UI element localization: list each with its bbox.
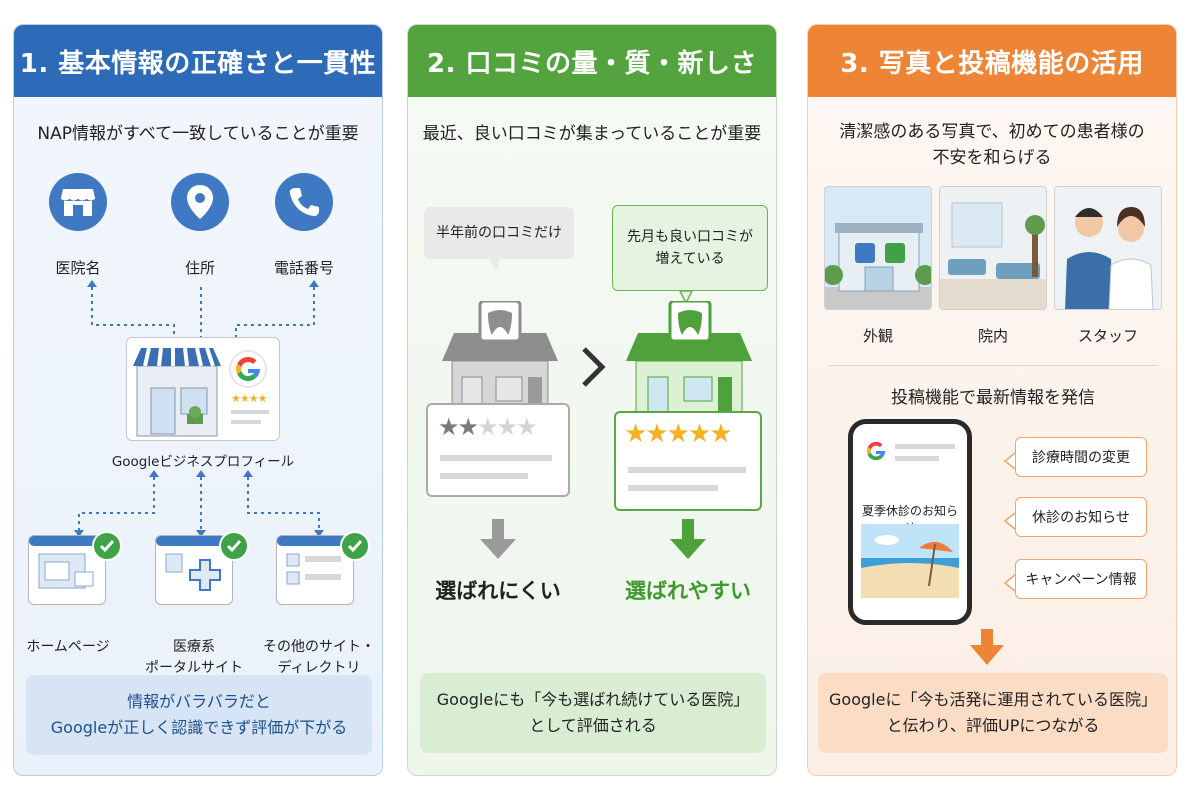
photo-staff [1054, 186, 1162, 310]
photo-interior [939, 186, 1047, 310]
text-line-placeholder [628, 467, 746, 473]
arrow-down-orange-icon [970, 629, 1004, 665]
panel-title: 1. 基本情報の正確さと一貫性 [14, 25, 382, 97]
site-label-other-directory: その他のサイト・ ディレクトリ [263, 639, 375, 676]
panel-basic-info: 1. 基本情報の正確さと一貫性 NAP情報がすべて一致していることが重要 医院名… [13, 24, 383, 776]
rating-stars-2: ★★★★★ [438, 413, 538, 441]
profile-label: Googleビジネスプロフィール [111, 454, 295, 470]
panel-callout: Googleに「今も活発に運用されている医院」 と伝わり、評価UPにつながる [818, 673, 1168, 753]
post-item-closure-notice: 休診のお知らせ [1015, 497, 1147, 537]
panel-title: 2. 口コミの量・質・新しさ [408, 25, 776, 97]
site-label-medical-portal: 医療系 ポータルサイト [145, 639, 243, 676]
new-review-bubble: 先月も良い口コミが 増えている [612, 205, 768, 291]
panel-callout: Googleにも「今も選ばれ続けている医院」 として評価される [420, 673, 766, 753]
divider [828, 365, 1158, 366]
result-easy-to-choose: 選ばれやすい [625, 579, 751, 603]
photo-label-exterior: 外観 [862, 327, 893, 345]
phone-icon [275, 173, 333, 231]
panel-photos-posts: 3. 写真と投稿機能の活用 清潔感のある写真で、初めての患者様の 不安を和らげる… [807, 24, 1177, 776]
post-heading: 投稿機能で最新情報を発信 [891, 388, 1095, 408]
smartphone: 夏季休診のお知らせ [848, 419, 972, 625]
text-line-placeholder [231, 420, 261, 424]
photo-label-interior: 院内 [977, 327, 1008, 345]
post-item-hours-change: 診療時間の変更 [1015, 437, 1147, 477]
check-icon [92, 531, 122, 561]
google-logo-icon [863, 438, 889, 464]
panel-subtitle: NAP情報がすべて一致していることが重要 [37, 124, 359, 144]
icon-label-phone: 電話番号 [273, 259, 334, 277]
map-pin-icon [171, 173, 229, 231]
check-icon [340, 531, 370, 561]
text-line-placeholder [440, 455, 552, 461]
icon-label-address: 住所 [184, 259, 215, 277]
text-line-placeholder [231, 410, 269, 414]
panel-reviews: 2. 口コミの量・質・新しさ 最近、良い口コミが集まっていることが重要 半年前の… [407, 24, 777, 776]
arrow-down-green-icon [670, 519, 706, 559]
icon-label-clinic-name: 医院名 [55, 259, 101, 277]
rating-stars-5: ★★★★★ [624, 419, 733, 449]
site-label-homepage: ホームページ [26, 639, 110, 655]
google-logo-icon [231, 352, 265, 386]
text-line-placeholder [895, 444, 955, 449]
old-review-bubble: 半年前の口コミだけ [424, 207, 574, 259]
review-card-new: ★★★★★ [614, 411, 762, 511]
check-icon [219, 531, 249, 561]
beach-image [861, 524, 959, 598]
photo-exterior [824, 186, 932, 310]
review-card-old: ★★★★★ [426, 403, 570, 497]
storefront-icon [49, 173, 107, 231]
panel-callout: 情報がバラバラだと Googleが正しく認識できず評価が下がる [26, 675, 372, 755]
site-card-homepage [28, 535, 107, 605]
post-item-campaign: キャンペーン情報 [1015, 559, 1147, 599]
photo-label-staff: スタッフ [1077, 327, 1138, 345]
store-illustration [133, 347, 221, 437]
panel-subtitle: 最近、良い口コミが集まっていることが重要 [422, 124, 762, 144]
panel-subtitle: 清潔感のある写真で、初めての患者様の 不安を和らげる [839, 122, 1145, 168]
arrow-down-gray-icon [480, 519, 516, 559]
chevron-right-icon [582, 347, 606, 387]
panel-title: 3. 写真と投稿機能の活用 [808, 25, 1176, 97]
google-business-profile-card: ★★★★ [126, 337, 280, 441]
result-hard-to-choose: 選ばれにくい [435, 579, 561, 603]
text-line-placeholder [440, 473, 528, 479]
text-line-placeholder [628, 485, 718, 491]
rating-stars: ★★★★ [231, 392, 267, 405]
text-line-placeholder [895, 456, 939, 461]
